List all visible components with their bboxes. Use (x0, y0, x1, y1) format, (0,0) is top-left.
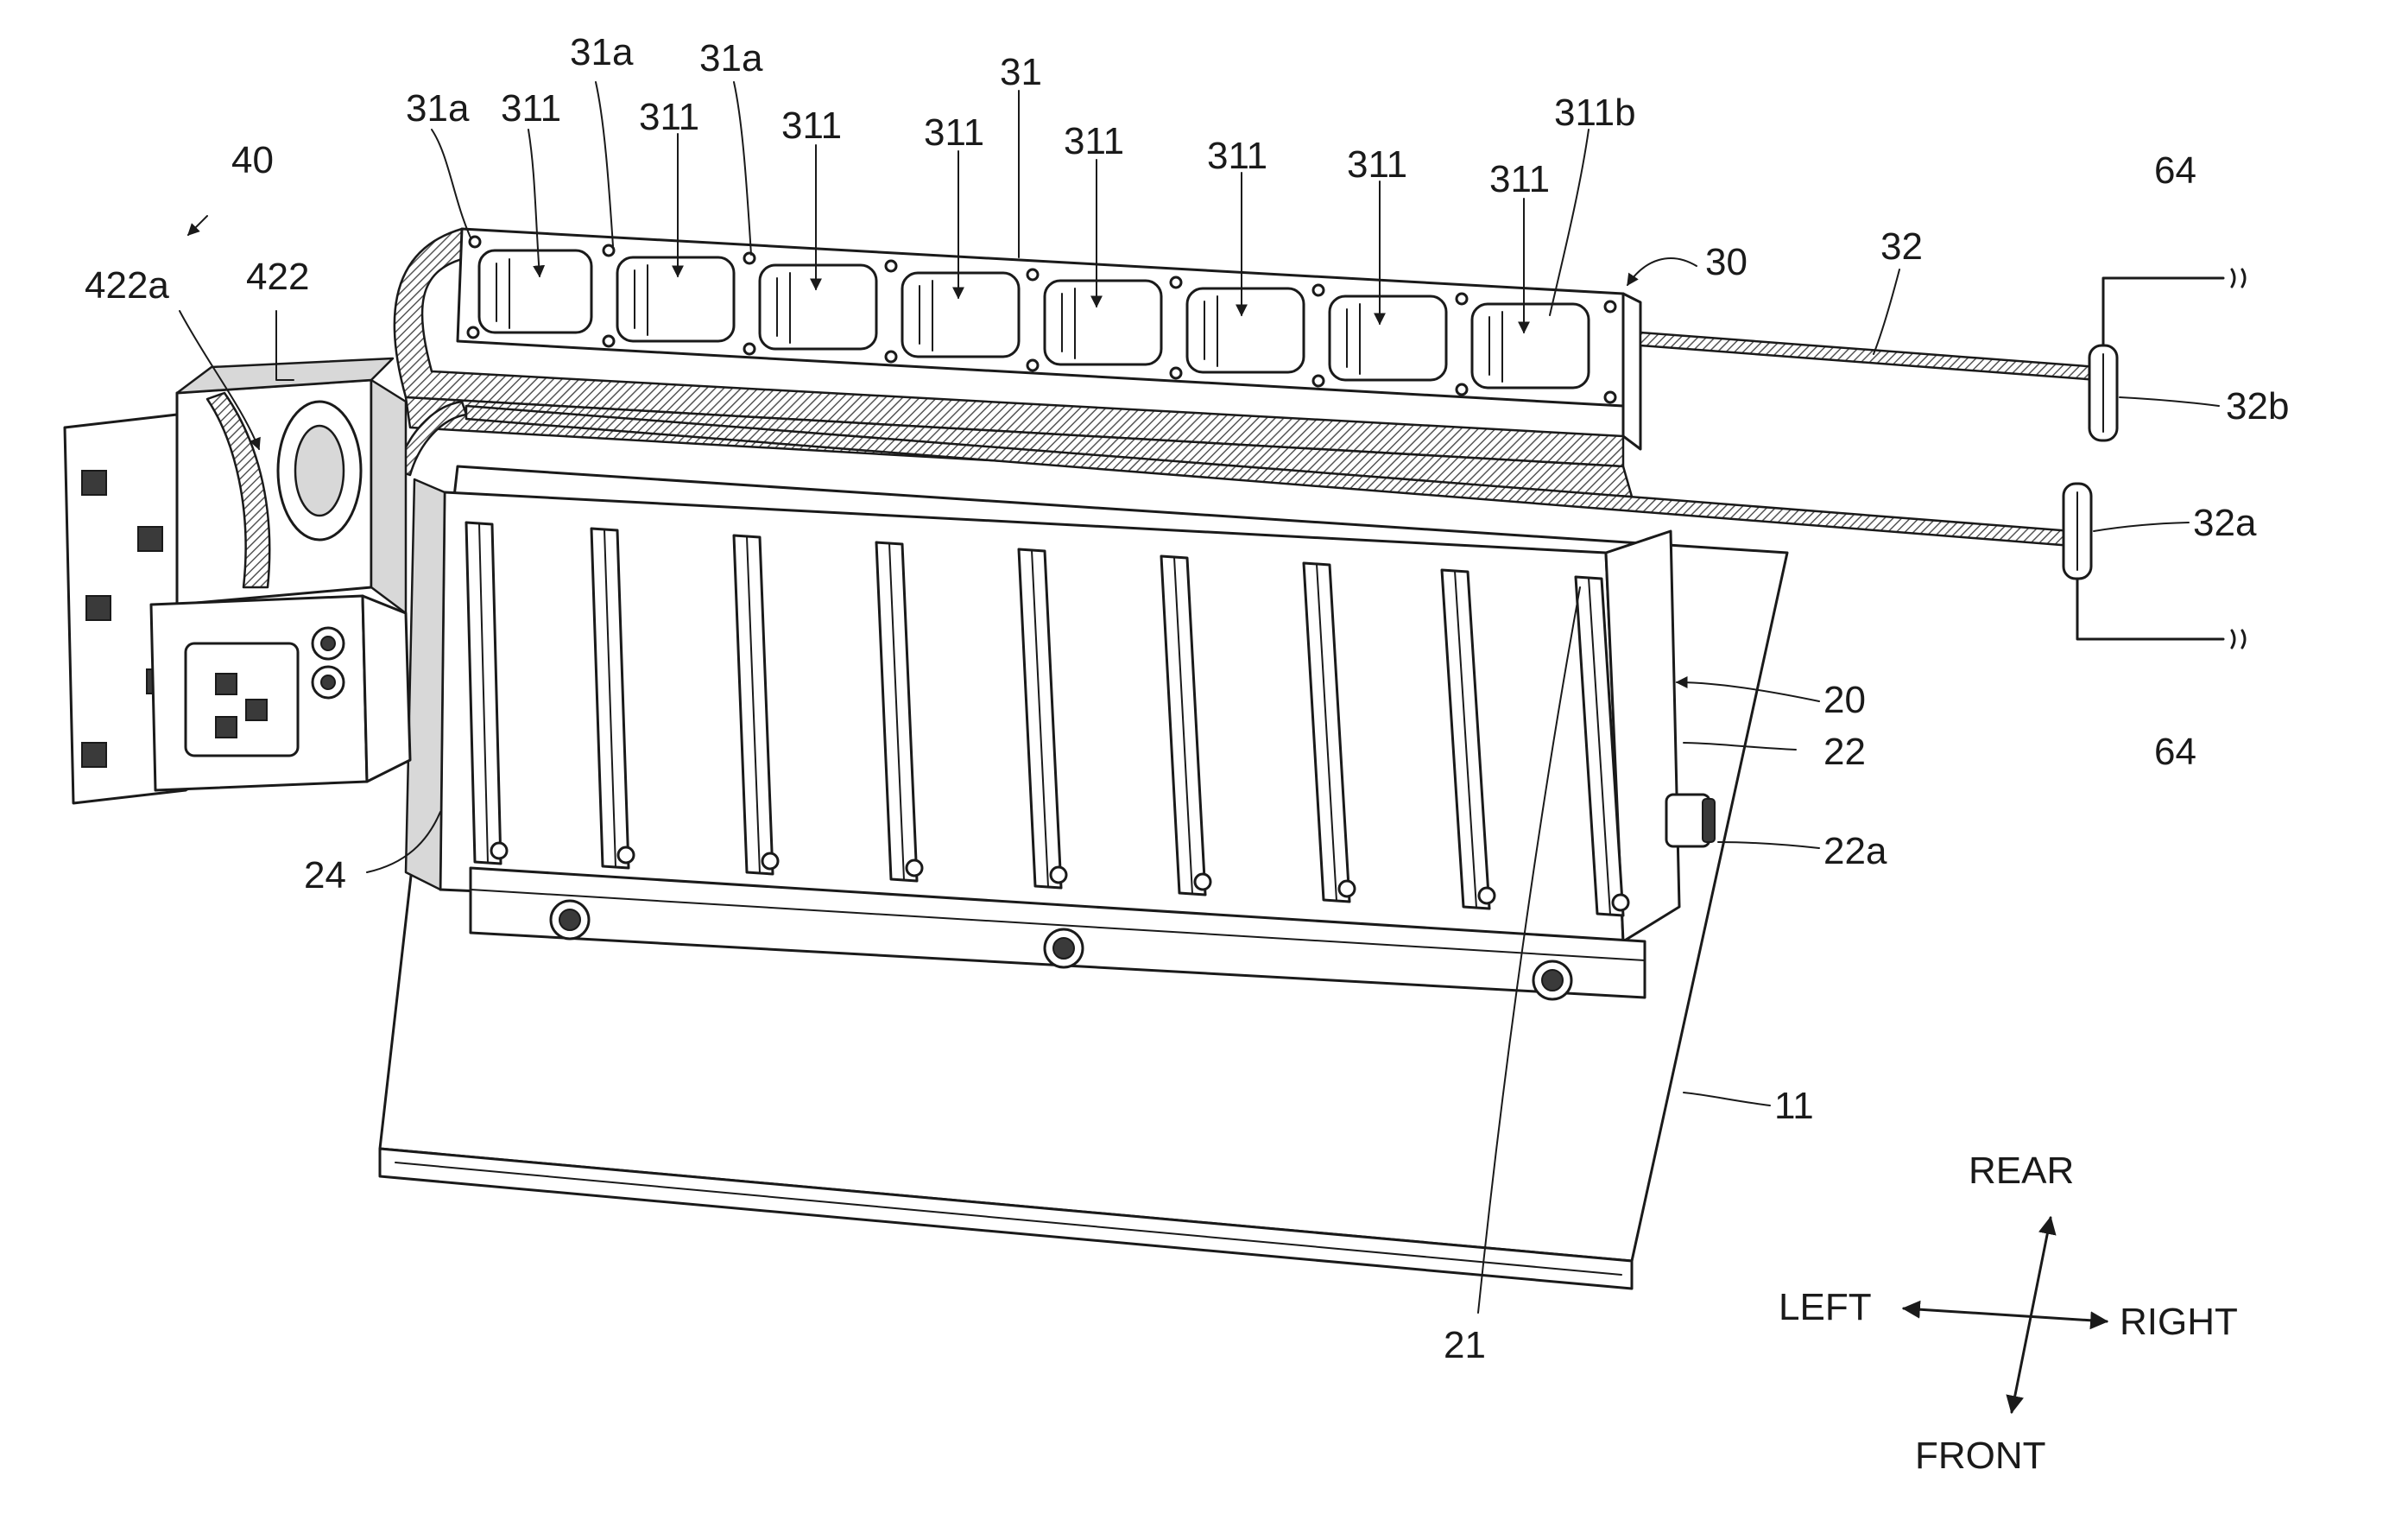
label-21: 21 (1444, 1324, 1486, 1366)
label-11: 11 (1774, 1085, 1814, 1127)
pipe-upper (1640, 333, 2117, 440)
window-opening (1187, 288, 1304, 372)
label-32a: 32a (2193, 502, 2257, 544)
window-opening (902, 273, 1019, 357)
bolt (1045, 929, 1083, 967)
label-22: 22 (1823, 731, 1866, 773)
label-24: 24 (304, 854, 346, 896)
direction-rear: REAR (1969, 1150, 2074, 1192)
wire-break (2232, 630, 2245, 648)
wire-lower (2077, 579, 2223, 639)
label-31: 31 (1000, 51, 1042, 93)
label-311-7: 311 (1347, 143, 1407, 186)
label-20: 20 (1823, 679, 1866, 721)
label-311-2: 311 (639, 96, 699, 138)
direction-left: LEFT (1779, 1286, 1872, 1328)
label-22a: 22a (1823, 830, 1887, 872)
direction-front: FRONT (1915, 1435, 2046, 1477)
wire-upper (2103, 278, 2223, 345)
label-311b: 311b (1554, 92, 1636, 134)
label-422a: 422a (85, 264, 169, 307)
wire-break (2232, 269, 2245, 287)
window-opening (1045, 281, 1161, 364)
bolt (1533, 961, 1571, 999)
side-fitting (1666, 795, 1715, 846)
window-opening (760, 265, 876, 349)
label-311-6: 311 (1207, 135, 1267, 177)
label-64-top: 64 (2154, 149, 2196, 192)
window-opening (617, 257, 734, 341)
label-311-5: 311 (1064, 120, 1124, 162)
label-311-3: 311 (781, 105, 842, 147)
label-311-8: 311 (1489, 158, 1550, 200)
direction-right: RIGHT (2120, 1301, 2238, 1343)
label-422: 422 (246, 256, 309, 298)
label-40: 40 (231, 139, 274, 181)
window-opening (479, 250, 591, 333)
label-311-1: 311 (501, 87, 561, 130)
direction-indicator: REAR LEFT RIGHT FRONT (1779, 1150, 2238, 1477)
label-64-bottom: 64 (2154, 731, 2196, 773)
label-31a-2: 31a (570, 31, 634, 73)
label-32: 32 (1880, 225, 1923, 268)
label-31a-1: 31a (406, 87, 470, 130)
connector-unit (65, 358, 410, 803)
window-opening (1330, 296, 1446, 380)
label-31a-3: 31a (699, 37, 763, 79)
left-right-arrow (1904, 1308, 2107, 1321)
bolt (551, 901, 589, 939)
label-32b: 32b (2226, 385, 2289, 428)
window-opening (1472, 304, 1589, 388)
label-30: 30 (1705, 241, 1748, 283)
label-311-4: 311 (924, 111, 984, 154)
